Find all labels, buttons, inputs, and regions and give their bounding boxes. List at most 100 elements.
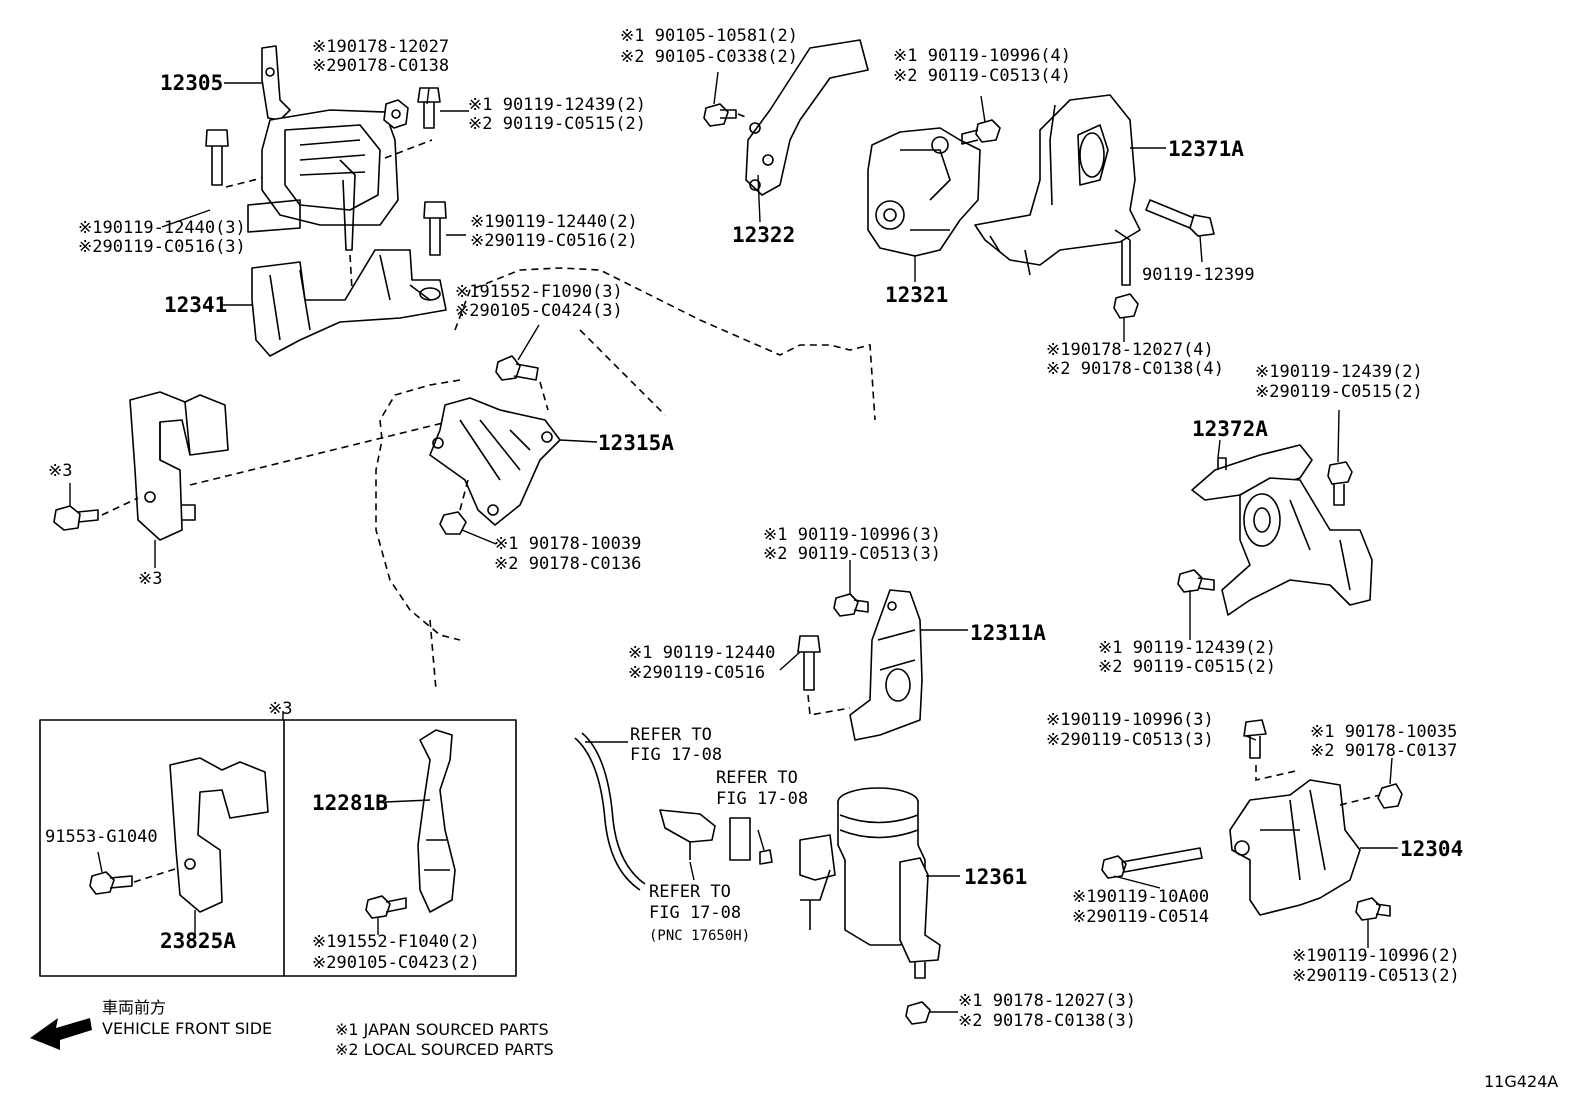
bolt-90119-10996-c[interactable]	[1243, 719, 1267, 759]
bolt-90119-10a00[interactable]	[1101, 847, 1203, 879]
sensor-fig-17-08[interactable]	[659, 809, 773, 865]
fastener-f12b: ※290119-C0516	[628, 663, 765, 683]
fastener-f16a: ※190119-10A00	[1072, 887, 1209, 907]
fastener-f16b: ※290119-C0514	[1072, 907, 1209, 927]
bolt-91552-f1040[interactable]	[365, 895, 407, 919]
callout-x3-bracket: ※3	[138, 569, 162, 589]
fastener-f15b: ※2 90178-C0137	[1310, 741, 1457, 761]
fastener-f17b: ※290119-C0513(2)	[1292, 966, 1460, 986]
fastener-f11b: ※2 90119-C0513(3)	[763, 544, 941, 564]
callout-12304: 12304	[1400, 837, 1463, 861]
callout-x3-inset: ※3	[268, 699, 292, 719]
diagram-code: 11G424A	[1484, 1072, 1558, 1091]
fastener-f2b: ※2 90119-C0515(2)	[468, 114, 646, 134]
nut-90178-12027-b[interactable]	[1113, 293, 1139, 319]
fastener-f1b: ※290178-C0138	[312, 56, 449, 76]
fastener-f11a: ※1 90119-10996(3)	[763, 525, 941, 545]
fastener-f5b: ※290105-C0424(3)	[455, 301, 623, 321]
callout-12372a: 12372A	[1192, 417, 1268, 441]
bolt-90119-10996-b[interactable]	[833, 593, 869, 617]
engine-outline	[375, 267, 876, 691]
callout-12341: 12341	[164, 293, 227, 317]
bolt-90119-10996-d[interactable]	[1355, 897, 1391, 921]
fastener-f17a: ※190119-10996(2)	[1292, 946, 1460, 966]
callout-12371a: 12371A	[1168, 137, 1244, 161]
part-12322-bracket[interactable]	[745, 39, 869, 196]
fastener-f6b: ※2 90105-C0338(2)	[620, 47, 798, 67]
bolt-90119-12399[interactable]	[1145, 199, 1215, 237]
part-23825a-bracket[interactable]	[169, 757, 269, 913]
fastener-f5a: ※191552-F1090(3)	[455, 282, 623, 302]
nut-90178-12027-c[interactable]	[905, 1001, 931, 1025]
fastener-f18b: ※2 90178-C0138(3)	[958, 1011, 1136, 1031]
ref-r2a: REFER TO	[716, 768, 798, 788]
ref-r3b: FIG 17-08	[649, 903, 741, 923]
bolt-90119-12439-a[interactable]	[417, 87, 441, 129]
bolt-91552-f1090[interactable]	[495, 355, 539, 381]
part-12361-mount[interactable]	[799, 787, 941, 979]
ref-r1a: REFER TO	[630, 725, 712, 745]
part-12371a-mount[interactable]	[974, 94, 1141, 286]
vehicle-front-arrow	[30, 1018, 92, 1050]
bolt-90119-12440-c[interactable]	[797, 635, 821, 691]
part-12372a-mount[interactable]	[1191, 444, 1373, 616]
ref-r3a: REFER TO	[649, 882, 731, 902]
bolt-90119-12440-b[interactable]	[423, 201, 447, 256]
fastener-f13a: ※1 90119-12439(2)	[1098, 638, 1276, 658]
bolt-90119-12439-c[interactable]	[1177, 569, 1215, 593]
bolt-x3[interactable]	[53, 505, 99, 531]
callout-12361: 12361	[964, 865, 1027, 889]
ref-r3c: (PNC 17650H)	[649, 928, 750, 944]
bolt-91553-g1040[interactable]	[89, 871, 133, 895]
fastener-f18a: ※1 90178-12027(3)	[958, 991, 1136, 1011]
fastener-f13b: ※2 90119-C0515(2)	[1098, 657, 1276, 677]
fastener-f14b: ※290119-C0513(3)	[1046, 730, 1214, 750]
fastener-f12a: ※1 90119-12440	[628, 643, 775, 663]
fastener-f19b: ※290105-C0423(2)	[312, 953, 480, 973]
part-12321-bracket[interactable]	[867, 127, 981, 257]
callout-90119-12399: 90119-12399	[1142, 265, 1255, 285]
part-12311a-bracket[interactable]	[849, 589, 923, 741]
fastener-f15a: ※1 90178-10035	[1310, 722, 1457, 742]
callout-91553-g1040: 91553-G1040	[45, 827, 158, 847]
fastener-f7b: ※2 90119-C0513(4)	[893, 66, 1071, 86]
fastener-f3a: ※190119-12440(3)	[78, 218, 246, 238]
bolt-90105-10581[interactable]	[703, 103, 737, 127]
callout-12315a: 12315A	[598, 431, 674, 455]
fastener-f19a: ※191552-F1040(2)	[312, 932, 480, 952]
part-x3-bracket[interactable]	[129, 391, 229, 541]
hose-fig-17-08[interactable]	[574, 732, 646, 891]
fastener-f2a: ※1 90119-12439(2)	[468, 95, 646, 115]
fastener-f8b: ※2 90178-C0138(4)	[1046, 359, 1224, 379]
leader-lines	[69, 71, 1398, 1013]
part-12281b-bracket[interactable]	[417, 729, 456, 913]
callout-x3-bolt: ※3	[48, 461, 72, 481]
callout-12281b: 12281B	[312, 791, 388, 815]
fastener-f7a: ※1 90119-10996(4)	[893, 46, 1071, 66]
bolt-90119-12440-a[interactable]	[205, 129, 229, 186]
ref-r1b: FIG 17-08	[630, 745, 722, 765]
direction-jp: 車両前方	[102, 998, 166, 1017]
fastener-f8a: ※190178-12027(4)	[1046, 340, 1214, 360]
fastener-f10a: ※1 90178-10039	[494, 534, 641, 554]
fastener-f3b: ※290119-C0516(3)	[78, 237, 246, 257]
bolt-90119-12439-b[interactable]	[1327, 461, 1353, 506]
fastener-f1a: ※190178-12027	[312, 37, 449, 57]
part-12341-bracket[interactable]	[251, 249, 447, 357]
legend-local-sourced: ※2 LOCAL SOURCED PARTS	[335, 1040, 554, 1059]
callout-12321: 12321	[885, 283, 948, 307]
part-12315a-bracket[interactable]	[429, 397, 561, 526]
fastener-f9b: ※290119-C0515(2)	[1255, 382, 1423, 402]
nut-90178-12027-a[interactable]	[383, 99, 409, 129]
nut-90178-10035[interactable]	[1377, 783, 1403, 809]
callout-12305: 12305	[160, 71, 223, 95]
bolt-90119-10996-a[interactable]	[961, 119, 1001, 145]
nut-90178-10039[interactable]	[439, 511, 467, 535]
part-12304-bracket[interactable]	[1229, 779, 1361, 916]
fastener-f4a: ※190119-12440(2)	[470, 212, 638, 232]
inset-box-x3	[39, 719, 517, 977]
callout-23825a: 23825A	[160, 929, 236, 953]
fastener-f4b: ※290119-C0516(2)	[470, 231, 638, 251]
part-12305-mount[interactable]	[247, 45, 399, 251]
